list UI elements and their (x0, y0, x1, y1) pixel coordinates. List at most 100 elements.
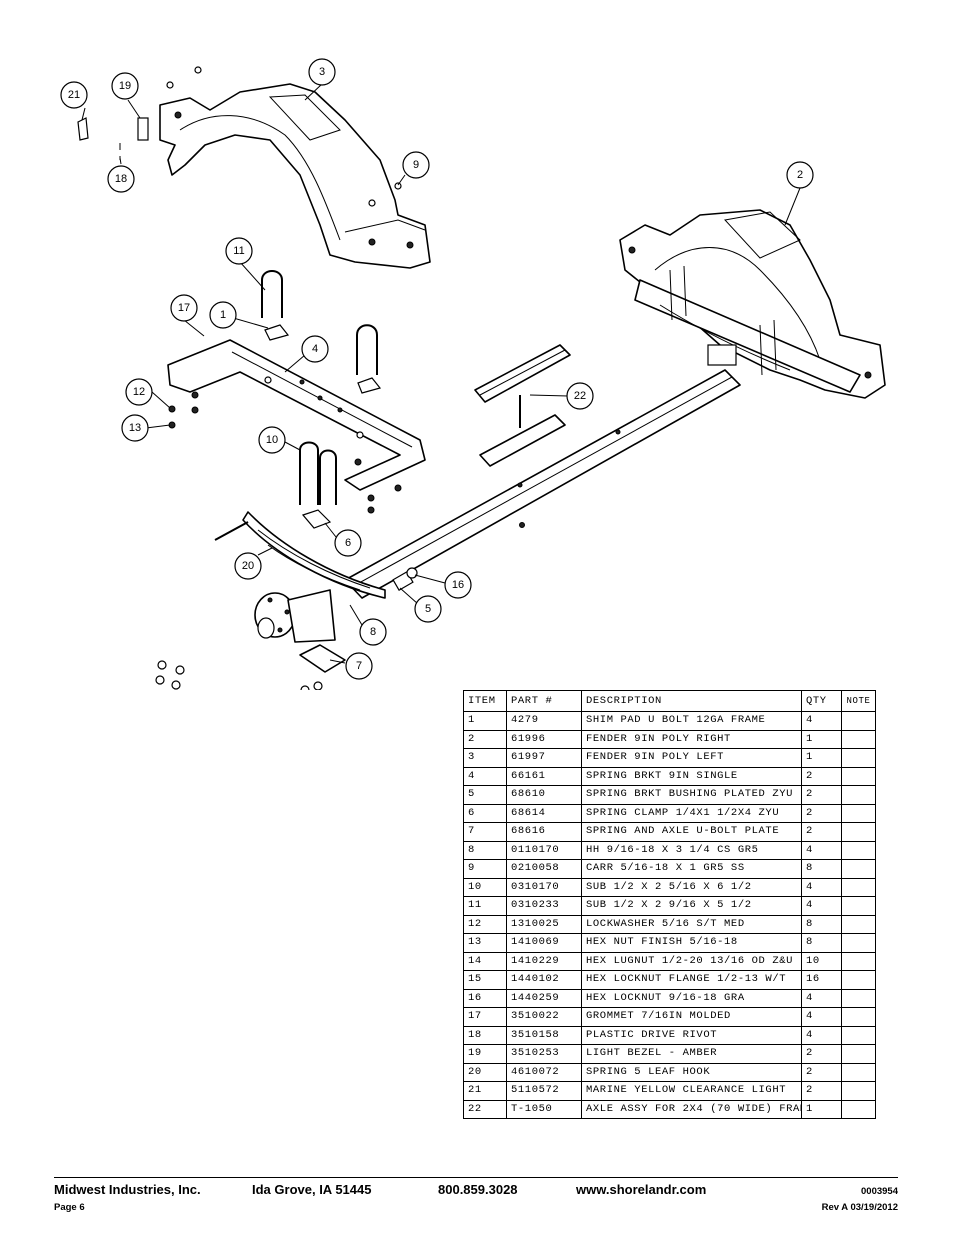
svg-text:3: 3 (319, 66, 325, 78)
cell-description: SUB 1/2 X 2 9/16 X 5 1/2 (581, 896, 802, 916)
cell-item: 13 (463, 933, 507, 953)
shim-pad (264, 324, 290, 341)
cell-item: 4 (463, 766, 507, 786)
cell-qty: 8 (801, 859, 842, 879)
locknut-group (300, 681, 323, 690)
callout-8: 8 (359, 618, 387, 646)
cell-part: 66161 (506, 766, 582, 786)
cell-part: 1440259 (506, 988, 582, 1008)
cell-note (841, 711, 876, 731)
cell-item: 18 (463, 1025, 507, 1045)
cell-qty: 2 (801, 1062, 842, 1082)
cell-description: SHIM PAD U BOLT 12GA FRAME (581, 711, 802, 731)
cell-qty: 1 (801, 1099, 842, 1119)
svg-text:1: 1 (220, 309, 226, 321)
locknut (406, 567, 418, 579)
cell-note (841, 803, 876, 823)
cell-qty: 4 (801, 896, 842, 916)
cell-qty: 4 (801, 1007, 842, 1027)
cell-description: MARINE YELLOW CLEARANCE LIGHT (581, 1081, 802, 1101)
callout-12: 12 (125, 378, 153, 406)
cell-part: 61996 (506, 729, 582, 749)
cell-qty: 4 (801, 988, 842, 1008)
leaf-spring (214, 511, 386, 599)
cell-item: 8 (463, 840, 507, 860)
col-header-description: DESCRIPTION (581, 690, 802, 712)
cell-part: 3510022 (506, 1007, 582, 1027)
callout-7: 7 (345, 652, 373, 680)
cell-part: 0310233 (506, 896, 582, 916)
cell-part: 68616 (506, 822, 582, 842)
callout-17: 17 (170, 294, 198, 322)
company-name: Midwest Industries, Inc. (54, 1182, 201, 1197)
callout-1: 1 (209, 301, 237, 329)
cell-part: 1410229 (506, 951, 582, 971)
u-bolt-plate (299, 644, 346, 673)
cell-qty: 4 (801, 877, 842, 897)
cell-qty: 2 (801, 803, 842, 823)
cell-item: 15 (463, 970, 507, 990)
svg-text:10: 10 (266, 434, 278, 446)
cell-item: 11 (463, 896, 507, 916)
cell-qty: 8 (801, 914, 842, 934)
cell-item: 14 (463, 951, 507, 971)
cell-note (841, 914, 876, 934)
cell-part: 4610072 (506, 1062, 582, 1082)
cell-note (841, 1062, 876, 1082)
cell-note (841, 896, 876, 916)
callout-21: 21 (60, 81, 88, 109)
lugnut-group (155, 660, 185, 690)
table-header-row: ITEM PART # DESCRIPTION QTY NOTE (463, 690, 876, 712)
cell-description: PLASTIC DRIVE RIVOT (581, 1025, 802, 1045)
cell-description: HEX LOCKNUT 9/16-18 GRA (581, 988, 802, 1008)
cell-qty: 8 (801, 933, 842, 953)
cell-item: 12 (463, 914, 507, 934)
spring-clamp (301, 509, 332, 529)
cell-note (841, 748, 876, 768)
cell-description: GROMMET 7/16IN MOLDED (581, 1007, 802, 1027)
cell-description: HEX NUT FINISH 5/16-18 (581, 933, 802, 953)
cell-item: 2 (463, 729, 507, 749)
carriage-bolts (166, 66, 402, 207)
col-header-item: ITEM (463, 690, 507, 712)
company-city: Ida Grove, IA 51445 (252, 1182, 372, 1197)
hub-assembly (254, 589, 336, 643)
cell-qty: 4 (801, 711, 842, 731)
axle-step-pad (474, 344, 571, 467)
washers-nuts (168, 391, 402, 514)
cell-description: SPRING BRKT 9IN SINGLE (581, 766, 802, 786)
clearance-light-parts (77, 117, 149, 160)
cell-description: HEX LOCKNUT FLANGE 1/2-13 W/T (581, 970, 802, 990)
cell-description: LIGHT BEZEL - AMBER (581, 1044, 802, 1064)
svg-text:8: 8 (370, 626, 376, 638)
company-phone: 800.859.3028 (438, 1182, 518, 1197)
callout-5: 5 (414, 595, 442, 623)
cell-item: 1 (463, 711, 507, 731)
cell-item: 20 (463, 1062, 507, 1082)
cell-description: SPRING AND AXLE U-BOLT PLATE (581, 822, 802, 842)
company-website[interactable]: www.shorelandr.com (576, 1182, 707, 1197)
shim-pad (357, 377, 382, 394)
cell-item: 22 (463, 1099, 507, 1119)
cell-part: 1310025 (506, 914, 582, 934)
callout-10: 10 (258, 426, 286, 454)
svg-text:21: 21 (68, 89, 80, 101)
callout-18: 18 (107, 165, 135, 193)
svg-text:13: 13 (129, 422, 141, 434)
cell-description: SPRING CLAMP 1/4X1 1/2X4 ZYU (581, 803, 802, 823)
cell-description: AXLE ASSY FOR 2X4 (70 WIDE) FRAME (581, 1099, 802, 1119)
cell-qty: 2 (801, 766, 842, 786)
callout-6: 6 (334, 529, 362, 557)
